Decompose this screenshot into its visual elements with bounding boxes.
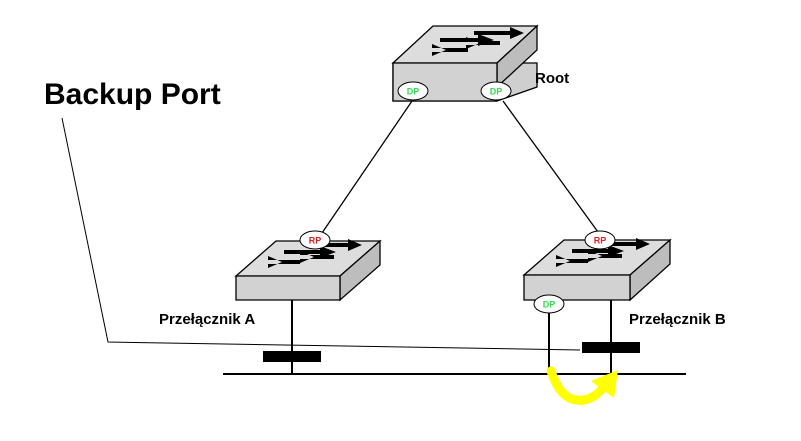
link-root-a	[321, 100, 413, 234]
port-a-up-label: RP	[309, 236, 322, 246]
switch-b-label: Przełącznik B	[629, 311, 726, 328]
link-root-b	[502, 100, 599, 233]
network-switch-icon	[235, 275, 341, 301]
backup-port-title: Backup Port	[44, 78, 221, 111]
port-root-left: DP	[397, 81, 429, 101]
port-b-down: DP	[533, 294, 565, 314]
root-switch-label: Root	[535, 70, 569, 87]
port-root-right-label: DP	[490, 87, 503, 97]
switch-a-label: Przełącznik A	[159, 311, 255, 328]
port-b-down-label: DP	[543, 300, 556, 310]
blocked-port-bar-a	[263, 351, 321, 362]
backup-port-bar	[582, 342, 640, 353]
port-root-right: DP	[480, 81, 512, 101]
network-switch-icon	[523, 274, 631, 301]
port-b-up-label: RP	[594, 236, 607, 246]
port-b-up: RP	[584, 230, 616, 250]
port-root-left-label: DP	[407, 87, 420, 97]
switch-b	[522, 238, 672, 302]
backup-port-pointer	[61, 117, 581, 351]
port-a-up: RP	[299, 230, 331, 250]
curved-arrow-icon	[546, 366, 618, 405]
switch-a	[234, 239, 382, 302]
